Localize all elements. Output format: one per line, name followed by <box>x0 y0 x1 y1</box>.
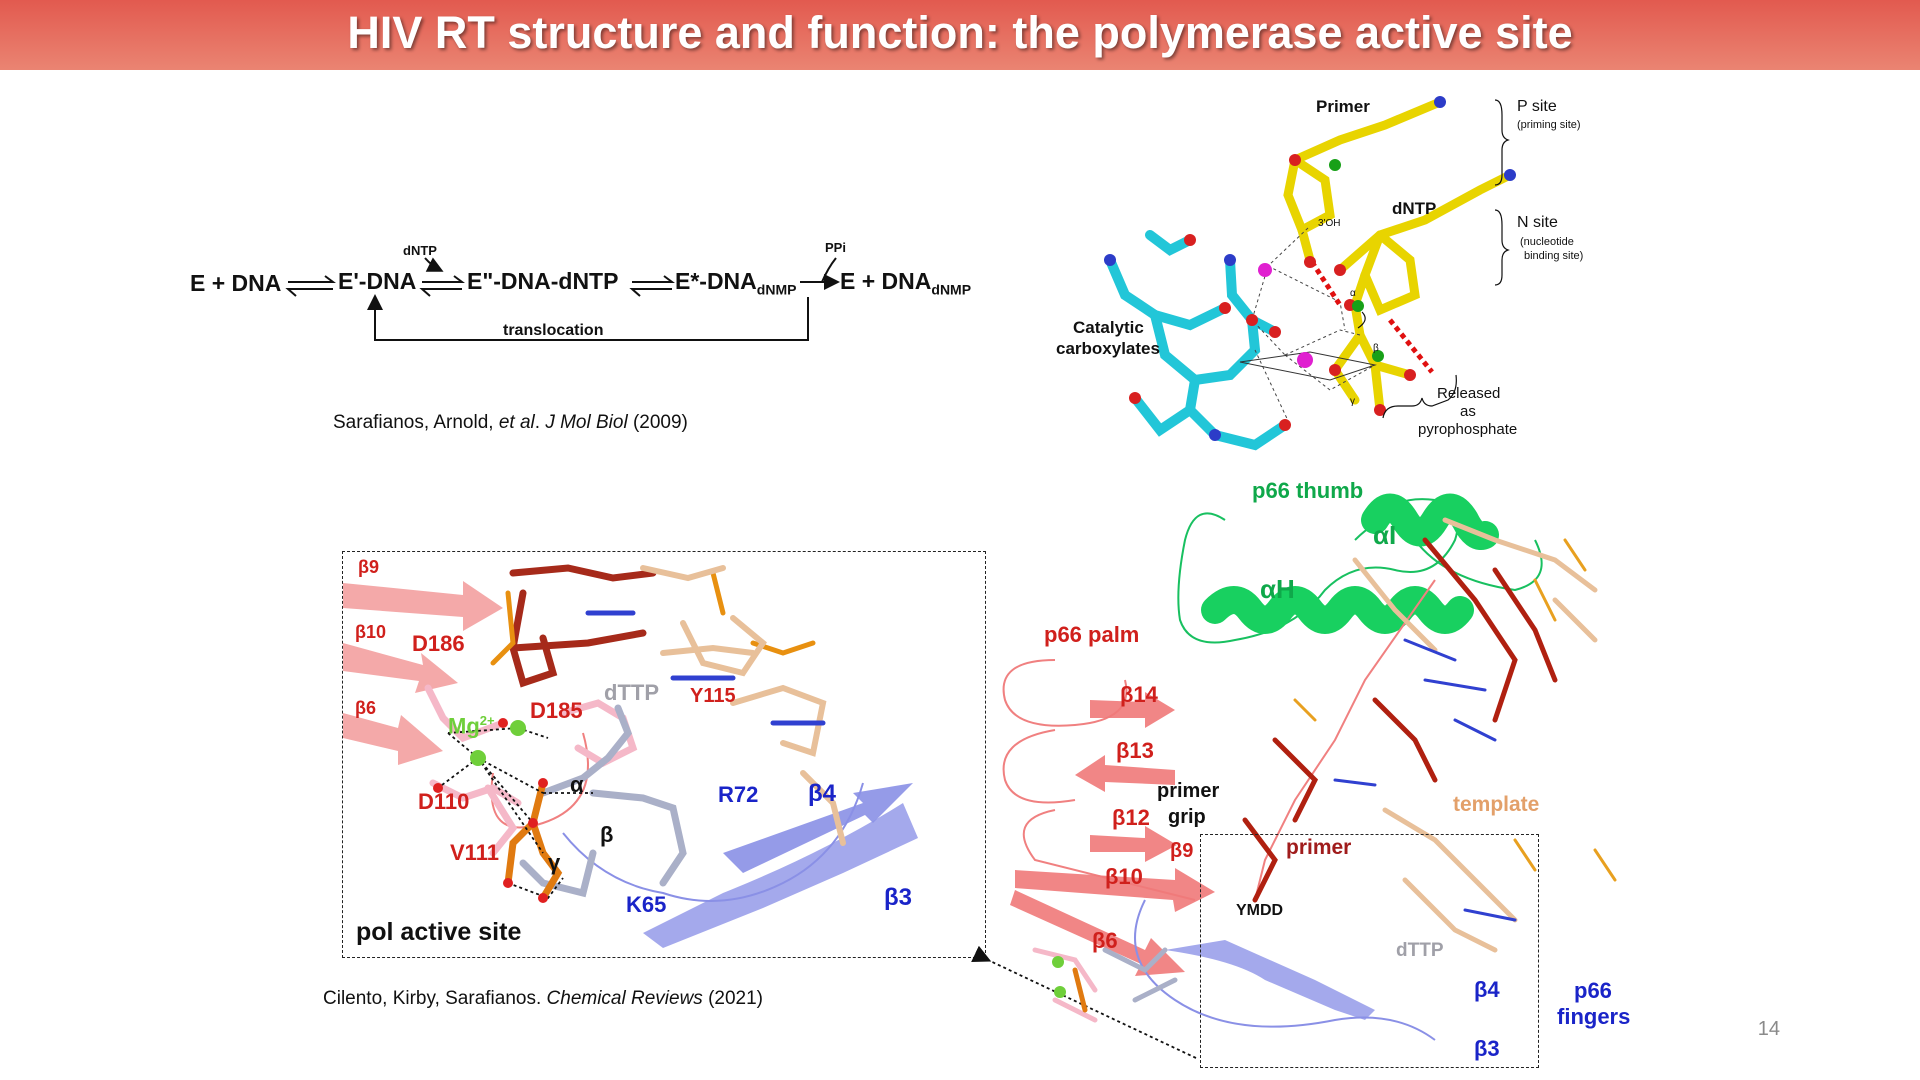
title-bar <box>0 0 1920 70</box>
as-label-r72: R72 <box>718 782 759 807</box>
label-primer: Primer <box>1316 97 1370 116</box>
as-label-d185: D185 <box>530 698 583 723</box>
ov-label-template: template <box>1453 793 1540 816</box>
label-dntp: dNTP <box>1392 199 1437 218</box>
label-catalytic: Catalytic <box>1073 318 1144 337</box>
scheme-e3-dna: E*-DNAdNMP <box>675 268 797 298</box>
ov-label-primer-grip-2: grip <box>1168 806 1206 828</box>
as-label-y115: Y115 <box>690 685 736 707</box>
citation-cilento-2021: Cilento, Kirby, Sarafianos. Chemical Rev… <box>323 988 764 1009</box>
as-label-beta: β <box>600 822 614 847</box>
ov-label-ymdd: YMDD <box>1236 902 1284 919</box>
as-label-gamma: γ <box>548 850 561 875</box>
as-label-k65: K65 <box>626 892 667 917</box>
page-number: 14 <box>1757 1018 1780 1040</box>
ov-label-b4: β4 <box>1474 977 1500 1002</box>
as-label-v111: V111 <box>450 840 499 865</box>
label-p-site: P site <box>1517 98 1557 115</box>
as-label-b6: β6 <box>355 698 376 718</box>
pol-active-site-label: pol active site <box>356 918 522 946</box>
scheme-e2-dna-dntp: E"-DNA-dNTP <box>467 268 619 294</box>
pol-active-site-box <box>342 551 986 958</box>
ov-label-b12: β12 <box>1112 805 1150 830</box>
ov-label-primer-grip-1: primer <box>1157 780 1220 802</box>
as-label-b9: β9 <box>358 557 379 577</box>
scheme-e1-dna: E'-DNA <box>338 268 417 294</box>
label-pyrophosphate: pyrophosphate <box>1418 421 1518 438</box>
active-site-drawing <box>343 564 918 948</box>
ov-label-p66-palm: p66 palm <box>1044 622 1140 647</box>
ov-label-p66-thumb: p66 thumb <box>1252 478 1364 503</box>
as-label-b3: β3 <box>884 884 912 911</box>
scheme-translocation-label: translocation <box>503 322 604 339</box>
scheme-e-dna: E + DNA <box>190 270 282 296</box>
as-label-mg: Mg2+ <box>448 713 495 739</box>
ov-label-p66: p66 <box>1574 978 1612 1003</box>
as-label-b10: β10 <box>355 622 387 642</box>
label-carboxylates: carboxylates <box>1056 339 1160 358</box>
scheme-dntp-label: dNTP <box>403 243 437 258</box>
overview-drawing <box>1002 493 1617 1041</box>
ov-label-b6: β6 <box>1092 928 1118 953</box>
label-as: as <box>1460 403 1476 420</box>
ov-label-alpha-i: αI <box>1373 520 1397 550</box>
as-label-d110: D110 <box>418 789 470 814</box>
ov-label-b13: β13 <box>1116 738 1154 763</box>
as-label-b4: β4 <box>808 780 836 807</box>
scheme-e-dna-final: E + DNAdNMP <box>840 268 972 298</box>
label-p-site-sub: (priming site) <box>1517 119 1581 131</box>
ov-label-b9: β9 <box>1170 840 1194 862</box>
label-3oh: 3'OH <box>1318 218 1341 229</box>
ov-label-b14: β14 <box>1120 682 1158 707</box>
slide-title: HIV RT structure and function: the polym… <box>347 7 1573 58</box>
ov-label-alpha-h: αH <box>1260 574 1295 604</box>
label-released: Released <box>1437 385 1501 402</box>
ov-label-dttp: dTTP <box>1396 940 1444 961</box>
label-top-alpha: α <box>1350 288 1356 299</box>
as-label-alpha: α <box>570 772 584 797</box>
ov-label-b10: β10 <box>1105 864 1143 889</box>
scheme-ppi-label: PPi <box>825 240 846 255</box>
as-label-dttp: dTTP <box>604 680 659 705</box>
label-top-beta: β <box>1373 343 1379 354</box>
label-n-site-sub2: binding site) <box>1524 250 1584 262</box>
label-top-gamma: γ <box>1350 396 1355 407</box>
label-n-site: N site <box>1517 214 1558 231</box>
overview-zoom-box <box>1200 834 1539 1068</box>
ov-label-fingers: fingers <box>1557 1004 1631 1029</box>
top-structure-drawing <box>1104 96 1516 451</box>
ov-label-primer: primer <box>1286 836 1352 859</box>
as-label-d186: D186 <box>412 631 465 656</box>
citation-sarafianos-2009: Sarafianos, Arnold, et al. J Mol Biol (2… <box>333 412 688 433</box>
ov-label-b3: β3 <box>1474 1036 1500 1061</box>
label-n-site-sub1: (nucleotide <box>1520 236 1574 248</box>
